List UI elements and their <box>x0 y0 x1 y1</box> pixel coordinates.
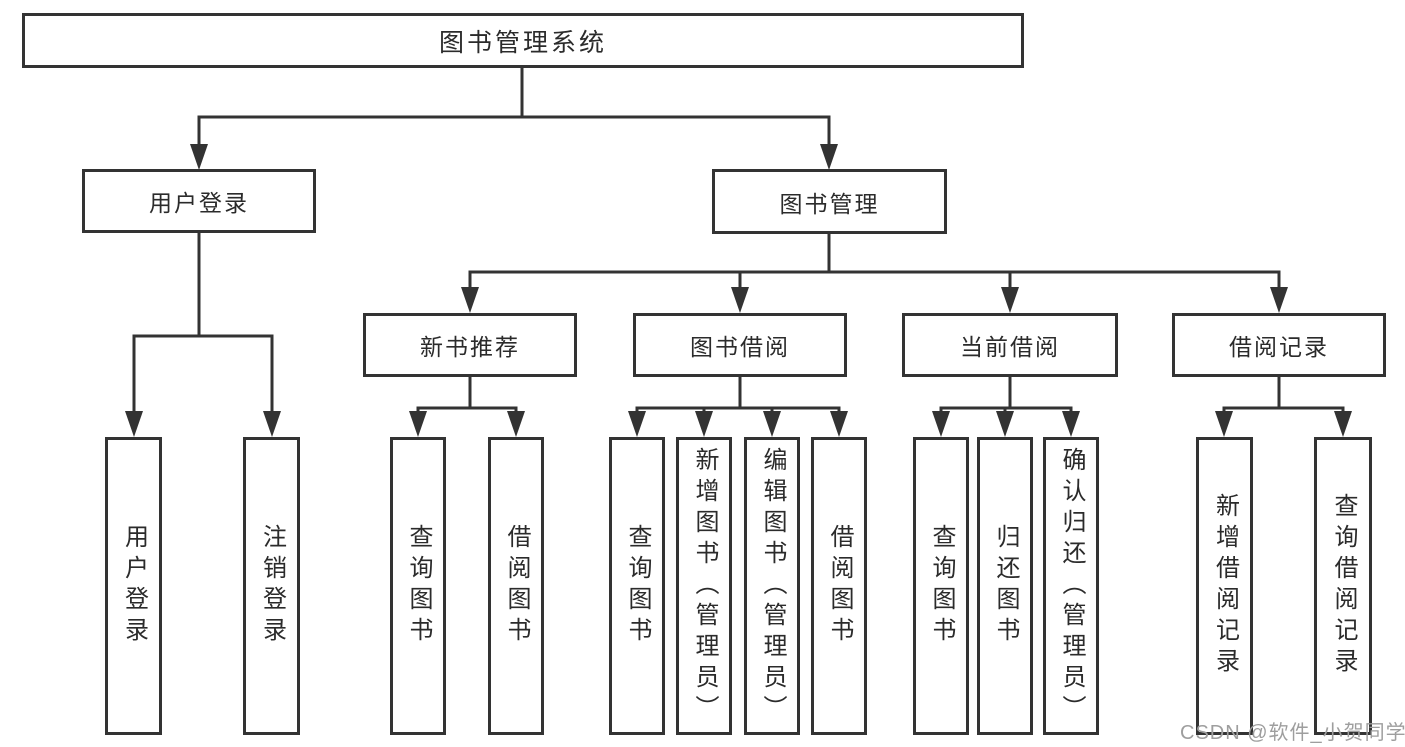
node-library-management-system: 图书管理系统 <box>22 13 1024 68</box>
leaf-confirm-return-admin: 确认归还（管理员） <box>1043 437 1099 735</box>
leaf-return-books: 归还图书 <box>977 437 1033 735</box>
connector-current-borrow-to-leaves <box>932 377 1080 437</box>
node-user-login-branch: 用户登录 <box>82 169 316 233</box>
leaf-query-books-current: 查询图书 <box>913 437 969 735</box>
arrowhead-icon <box>1001 287 1019 313</box>
leaf-borrow-books: 借阅图书 <box>811 437 867 735</box>
connector-new-book-rec-to-leaves <box>409 377 525 437</box>
leaf-query-books-recommend: 查询图书 <box>390 437 446 735</box>
connector-book-borrow-to-leaves <box>628 377 848 437</box>
leaf-query-books-borrow: 查询图书 <box>609 437 665 735</box>
node-book-management-branch: 图书管理 <box>712 169 947 234</box>
connector-user-login-to-leaves <box>125 233 281 437</box>
arrowhead-icon <box>731 287 749 313</box>
connector-root-to-level2 <box>190 68 838 170</box>
node-borrowing-records: 借阅记录 <box>1172 313 1386 377</box>
arrowhead-icon <box>996 411 1014 437</box>
arrowhead-icon <box>190 144 208 170</box>
node-new-book-recommendation: 新书推荐 <box>363 313 577 377</box>
arrowhead-icon <box>1270 287 1288 313</box>
leaf-edit-books-admin: 编辑图书（管理员） <box>744 437 800 735</box>
arrowhead-icon <box>763 411 781 437</box>
arrowhead-icon <box>263 411 281 437</box>
arrowhead-icon <box>830 411 848 437</box>
arrowhead-icon <box>1062 411 1080 437</box>
arrowhead-icon <box>1215 411 1233 437</box>
arrowhead-icon <box>507 411 525 437</box>
connector-borrow-records-to-leaves <box>1215 377 1352 437</box>
node-current-borrowing: 当前借阅 <box>902 313 1118 377</box>
leaf-add-books-admin: 新增图书（管理员） <box>676 437 732 735</box>
node-book-borrowing: 图书借阅 <box>633 313 847 377</box>
arrowhead-icon <box>820 144 838 170</box>
leaf-add-borrow-record: 新增借阅记录 <box>1196 437 1253 735</box>
arrowhead-icon <box>1334 411 1352 437</box>
leaf-borrow-books-recommend: 借阅图书 <box>488 437 544 735</box>
leaf-query-borrow-record: 查询借阅记录 <box>1314 437 1372 735</box>
arrowhead-icon <box>409 411 427 437</box>
arrowhead-icon <box>932 411 950 437</box>
arrowhead-icon <box>461 287 479 313</box>
leaf-user-login: 用户登录 <box>105 437 162 735</box>
leaf-logout: 注销登录 <box>243 437 300 735</box>
arrowhead-icon <box>695 411 713 437</box>
arrowhead-icon <box>125 411 143 437</box>
connector-book-mgmt-to-level3 <box>461 234 1288 313</box>
watermark: CSDN @软件_小贺同学 <box>1180 722 1405 744</box>
arrowhead-icon <box>628 411 646 437</box>
